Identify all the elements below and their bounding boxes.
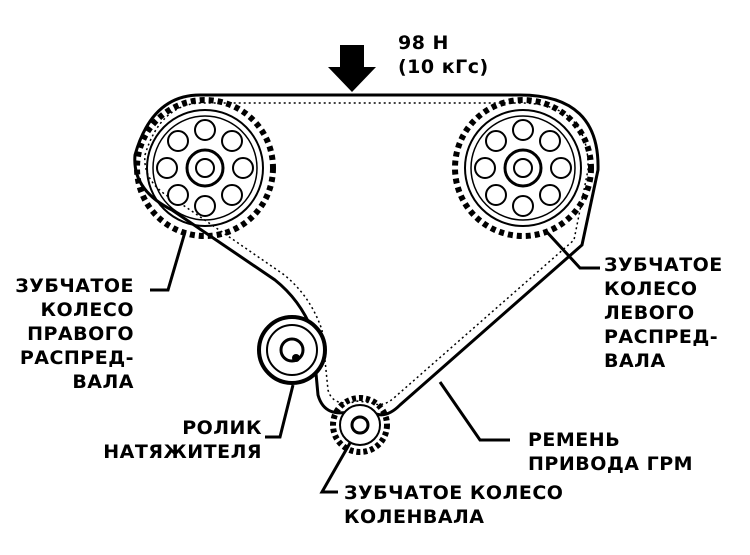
timing-belt — [133, 93, 600, 417]
belt-inner-edge — [144, 102, 589, 406]
roller-ring — [266, 324, 318, 376]
gear-hub-inner — [513, 158, 533, 178]
roller-center — [279, 337, 305, 363]
crankshaft-gear — [330, 395, 390, 455]
crank-hub — [350, 415, 370, 435]
roller-bolt — [292, 354, 300, 362]
label-line: КОЛЕСО — [604, 278, 698, 300]
label-line: ВАЛА — [72, 371, 134, 393]
gear-hub — [503, 148, 543, 188]
gear-holes — [156, 119, 254, 217]
leader-right-camshaft-gear — [150, 231, 187, 292]
label-line: КОЛЕНВАЛА — [344, 506, 485, 528]
gear-holes — [474, 119, 572, 217]
right-camshaft-gear-label: ЗУБЧАТОЕ КОЛЕСО ПРАВОГО РАСПРЕД- ВАЛА — [15, 274, 134, 394]
gear-body — [470, 115, 576, 221]
label-line: ПРИВОДА ГРМ — [528, 453, 694, 475]
gear-rim — [464, 109, 582, 227]
label-line: ЛЕВОГО — [604, 302, 695, 324]
label-line: ЗУБЧАТОЕ — [15, 275, 134, 297]
label-line: РАСПРЕД- — [604, 326, 719, 348]
arrow-head — [328, 67, 376, 92]
leader-lines — [150, 228, 600, 494]
crankshaft-gear-label: ЗУБЧАТОЕ КОЛЕСО КОЛЕНВАЛА — [344, 481, 563, 529]
left-camshaft-gear-label: ЗУБЧАТОЕ КОЛЕСО ЛЕВОГО РАСПРЕД- ВАЛА — [604, 253, 723, 373]
label-line: ПРАВОГО — [27, 323, 134, 345]
label-line: РАСПРЕД- — [19, 347, 134, 369]
gear-body — [152, 115, 258, 221]
gear-rim — [146, 109, 264, 227]
gear-teeth-ring — [134, 97, 276, 239]
roller-outer — [257, 315, 327, 385]
crank-teeth-ring — [330, 395, 390, 455]
leader-tensioner-roller — [265, 384, 295, 439]
gear-hub — [185, 148, 225, 188]
crank-body — [339, 404, 381, 446]
timing-belt-label: РЕМЕНЬ ПРИВОДА ГРМ — [528, 428, 693, 476]
tensioner-roller-label: РОЛИК НАТЯЖИТЕЛЯ — [103, 416, 262, 464]
label-line: РОЛИК — [182, 417, 262, 439]
arrow-shaft — [340, 45, 364, 67]
right-camshaft-gear — [134, 97, 276, 239]
tensioner-roller — [257, 315, 327, 385]
force-arrow — [328, 45, 376, 92]
leader-crankshaft-gear — [319, 442, 352, 494]
force-label-line-1: 98 Н — [398, 32, 449, 54]
force-label: 98 Н (10 кГс) — [398, 31, 489, 79]
label-line: КОЛЕСО — [40, 299, 134, 321]
leader-timing-belt — [438, 381, 510, 442]
gear-hub-inner — [195, 158, 215, 178]
label-line: ЗУБЧАТОЕ КОЛЕСО — [344, 482, 564, 504]
force-label-line-2: (10 кГс) — [398, 56, 489, 78]
belt-outer-edge — [133, 93, 600, 417]
label-line: ЗУБЧАТОЕ — [604, 254, 723, 276]
gear-teeth-ring — [452, 97, 594, 239]
left-camshaft-gear — [452, 97, 594, 239]
label-line: РЕМЕНЬ — [528, 429, 621, 451]
label-line: ВАЛА — [604, 350, 666, 372]
leader-left-camshaft-gear — [543, 228, 600, 270]
label-line: НАТЯЖИТЕЛЯ — [103, 441, 262, 463]
